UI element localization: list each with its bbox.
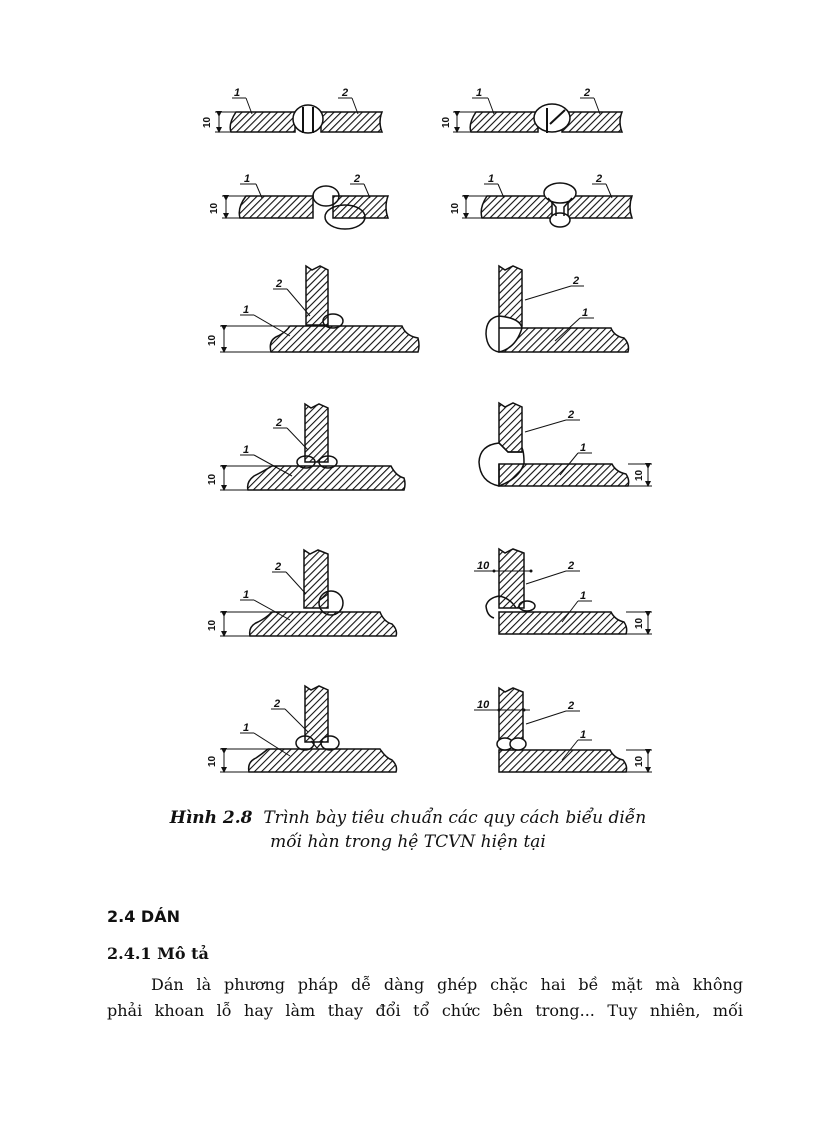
panel-corner-offset: 10 2 1 10	[474, 547, 652, 635]
svg-text:1: 1	[580, 442, 586, 454]
panel-tee-single-fillet: 10 2 1	[207, 264, 420, 353]
svg-text:2: 2	[595, 173, 602, 185]
svg-text:2: 2	[275, 417, 282, 429]
svg-text:1: 1	[580, 590, 586, 602]
panel-tee-double-fillet: 10 2 1	[207, 402, 406, 491]
figure-caption: Hình 2.8 Trình bày tiêu chuẩn các quy cá…	[100, 806, 716, 854]
svg-text:10: 10	[477, 699, 490, 711]
panel-butt-bevel: 10 1 2	[441, 87, 624, 133]
svg-text:1: 1	[243, 304, 249, 316]
svg-text:2: 2	[341, 87, 348, 99]
svg-text:10: 10	[634, 469, 645, 481]
paragraph-line-1-text: Dán là phương pháp dễ dàng ghép chặc hai…	[151, 975, 743, 994]
body-paragraph: Dán là phương pháp dễ dàng ghép chặc hai…	[107, 972, 743, 1024]
svg-text:10: 10	[477, 560, 490, 572]
svg-text:1: 1	[243, 722, 249, 734]
section-heading: 2.4 DÁN	[107, 907, 180, 926]
svg-text:10: 10	[634, 617, 645, 629]
svg-text:1: 1	[243, 444, 249, 456]
panel-corner-double: 10 2 1 10	[474, 686, 652, 773]
svg-text:1: 1	[488, 173, 494, 185]
svg-text:2: 2	[275, 278, 282, 290]
svg-text:2: 2	[572, 275, 579, 287]
panel-corner-square: 2 1	[485, 264, 630, 353]
panel-tee-bevel: 10 2 1	[207, 548, 398, 637]
svg-text:1: 1	[243, 589, 249, 601]
figure-number: Hình 2.8	[169, 808, 253, 828]
caption-line-1: Hình 2.8 Trình bày tiêu chuẩn các quy cá…	[100, 806, 716, 830]
svg-text:10: 10	[209, 202, 220, 214]
svg-text:2: 2	[353, 173, 360, 185]
svg-text:10: 10	[207, 755, 218, 767]
svg-text:10: 10	[207, 334, 218, 346]
svg-text:1: 1	[234, 87, 240, 99]
svg-text:10: 10	[450, 202, 461, 214]
panel-corner-bevel: 2 1 10	[478, 401, 652, 487]
svg-text:2: 2	[567, 409, 574, 421]
svg-text:1: 1	[476, 87, 482, 99]
svg-text:10: 10	[207, 473, 218, 485]
svg-text:1: 1	[244, 173, 250, 185]
subsection-heading: 2.4.1 Mô tả	[107, 944, 209, 963]
caption-line-2: mối hàn trong hệ TCVN hiện tại	[270, 832, 546, 852]
svg-text:2: 2	[567, 700, 574, 712]
svg-text:2: 2	[583, 87, 590, 99]
caption-text-1: Trình bày tiêu chuẩn các quy cách biểu d…	[263, 808, 647, 828]
weld-standards-figure: 10 1 2 10 1 2 10 1	[202, 87, 652, 773]
svg-text:10: 10	[202, 116, 213, 128]
svg-text:2: 2	[274, 561, 281, 573]
svg-text:2: 2	[567, 560, 574, 572]
svg-text:1: 1	[580, 729, 586, 741]
paragraph-line-2: phải khoan lỗ hay làm thay đổi tổ chức b…	[107, 1001, 743, 1020]
svg-text:1: 1	[582, 307, 588, 319]
svg-text:10: 10	[634, 755, 645, 767]
panel-butt-double-v: 10 1 2	[450, 173, 634, 228]
svg-text:10: 10	[441, 116, 452, 128]
svg-text:10: 10	[207, 619, 218, 631]
paragraph-line-1: Dán là phương pháp dễ dàng ghép chặc hai…	[107, 972, 743, 998]
svg-text:2: 2	[273, 698, 280, 710]
panel-tee-double-bevel: 10 2 1	[207, 684, 398, 773]
panel-butt-offset: 10 1 2	[209, 173, 390, 230]
panel-butt-square: 10 1 2	[202, 87, 384, 134]
